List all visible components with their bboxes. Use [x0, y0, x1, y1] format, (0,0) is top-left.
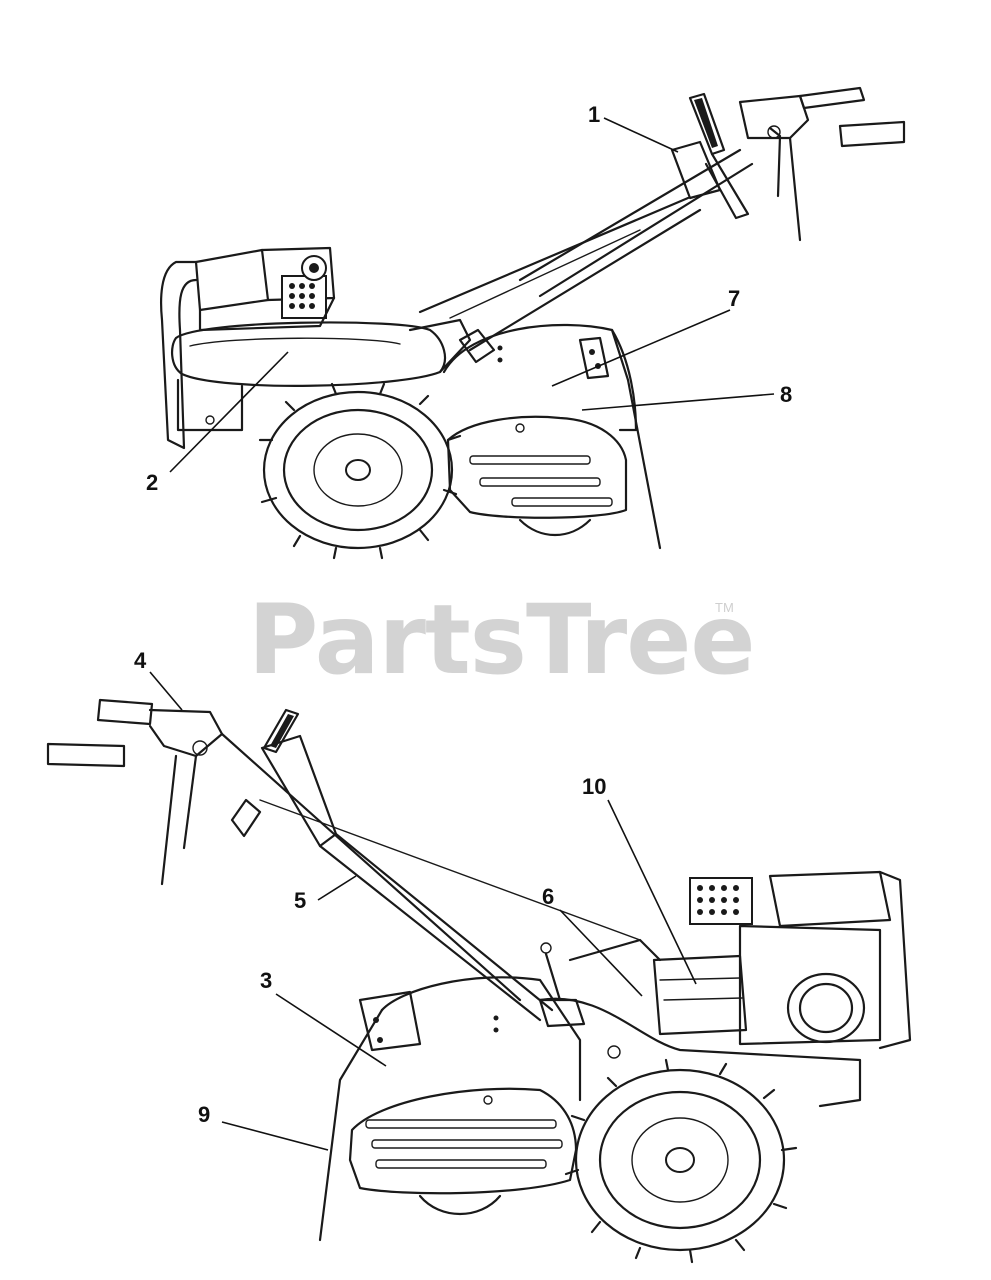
- top-frame: [170, 318, 472, 432]
- top-engine: [194, 246, 336, 332]
- top-air-filter-grille: [281, 275, 327, 319]
- callout-6: 6: [542, 884, 643, 997]
- callout-label-7: 7: [728, 286, 740, 311]
- callout-5: 5: [294, 875, 357, 913]
- callout-2: 2: [146, 351, 289, 495]
- top-front-bumper: [160, 260, 198, 450]
- callout-label-9: 9: [198, 1102, 210, 1127]
- tiller-top-view: [160, 86, 906, 560]
- bottom-tine-shield: [348, 1087, 578, 1215]
- callout-label-10: 10: [582, 774, 606, 799]
- bottom-frame: [538, 938, 862, 1108]
- top-tine-hood: [442, 323, 662, 550]
- bottom-tine-hood: [318, 976, 582, 1242]
- top-wheel: [258, 382, 462, 560]
- top-handlebar: [738, 86, 906, 242]
- callout-3: 3: [260, 968, 387, 1067]
- bottom-handle-tubes: [220, 732, 641, 1028]
- callout-label-5: 5: [294, 888, 306, 913]
- bottom-engine: [652, 870, 912, 1050]
- callout-label-1: 1: [588, 102, 600, 127]
- callout-label-8: 8: [780, 382, 792, 407]
- top-tine-shield: [446, 415, 628, 537]
- callout-8: 8: [581, 382, 792, 411]
- watermark-trademark: TM: [715, 600, 734, 615]
- top-handle-tubes: [418, 148, 754, 364]
- tiller-bottom-view: [46, 698, 912, 1264]
- bottom-wheel: [564, 1058, 798, 1264]
- bottom-depth-bar: [230, 708, 338, 848]
- callout-1: 1: [588, 102, 679, 153]
- callout-label-3: 3: [260, 968, 272, 993]
- bottom-handlebar: [46, 698, 224, 886]
- callout-label-6: 6: [542, 884, 554, 909]
- bottom-air-filter-grille: [689, 877, 753, 925]
- watermark-logo: PartsTree: [248, 584, 754, 696]
- callout-label-4: 4: [134, 648, 147, 673]
- callout-4: 4: [134, 648, 183, 711]
- callout-9: 9: [198, 1102, 329, 1151]
- callout-7: 7: [551, 286, 740, 387]
- callout-label-2: 2: [146, 470, 158, 495]
- callout-10: 10: [582, 774, 697, 985]
